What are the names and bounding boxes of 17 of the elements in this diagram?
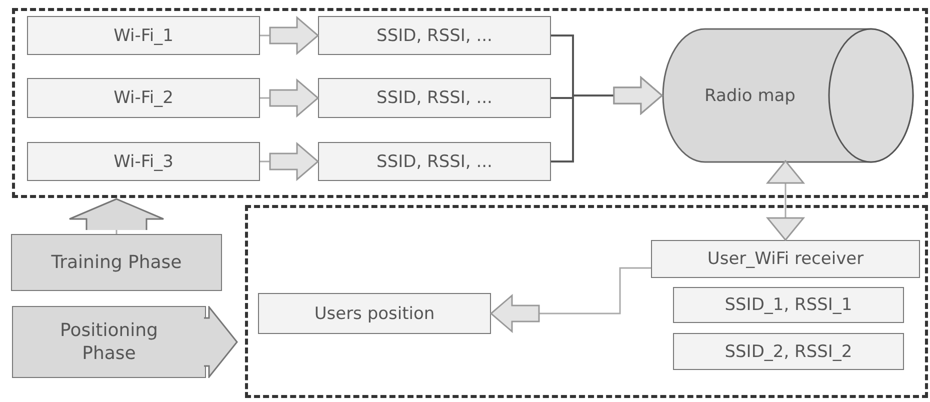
- data-box: SSID, RSSI, ...: [318, 78, 551, 118]
- data-box: SSID_1, RSSI_1: [673, 287, 904, 323]
- phase-box: Training Phase: [11, 234, 222, 291]
- source-box: Wi-Fi_3: [27, 142, 260, 181]
- phase-box: Positioning Phase: [12, 306, 206, 378]
- data-box: SSID, RSSI, ...: [318, 16, 551, 55]
- source-box: Wi-Fi_1: [27, 16, 260, 55]
- database-cylinder: Radio map: [662, 28, 914, 163]
- receiver-box: User_WiFi receiver: [651, 240, 920, 278]
- source-box: Wi-Fi_2: [27, 78, 260, 118]
- bracket-connector: [551, 76, 663, 162]
- block-arrow: [766, 160, 804, 241]
- positioning-region: [245, 205, 928, 398]
- data-box: SSID_2, RSSI_2: [673, 333, 904, 370]
- result-box: Users position: [258, 293, 491, 334]
- training-region: [12, 8, 928, 198]
- data-box: SSID, RSSI, ...: [318, 142, 551, 181]
